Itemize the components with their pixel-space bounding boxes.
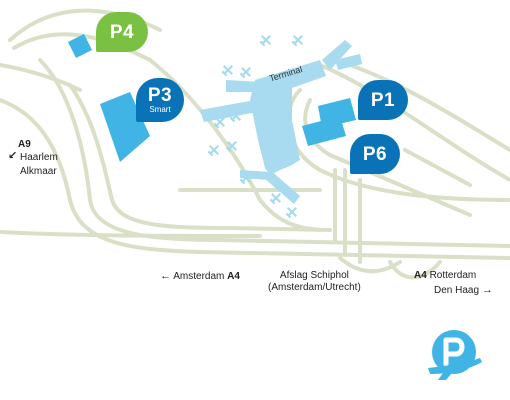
p1-marker-label: P1 (370, 89, 396, 111)
airplane-icon (269, 192, 282, 205)
afslag-line2: (Amsterdam/Utrecht) (268, 282, 361, 293)
rotterdam-city: Rotterdam (429, 270, 477, 281)
airplane-icon (221, 64, 234, 77)
p6-area (302, 116, 346, 146)
arrow-left-icon: ← (160, 270, 171, 282)
p6-marker[interactable]: P6 (350, 134, 400, 174)
arrow-right-icon: → (481, 284, 493, 296)
p4-marker-label: P4 (109, 21, 135, 43)
airplane-icon (285, 206, 298, 219)
p3-marker[interactable]: P3 Smart (136, 78, 184, 122)
p4-marker[interactable]: P4 (96, 12, 148, 52)
terminal-building (200, 40, 362, 204)
haarlem-text: Haarlem (20, 152, 58, 163)
airplane-icon (428, 358, 482, 380)
airplane-icon (291, 34, 304, 47)
afslag-schiphol-label: Afslag Schiphol (Amsterdam/Utrecht) (268, 270, 361, 294)
p3-marker-sublabel: Smart (149, 105, 171, 114)
p1-marker[interactable]: P1 (358, 80, 408, 120)
parking-logo-icon (428, 330, 482, 380)
denhaag-label: Den Haag → (434, 284, 493, 297)
airplane-icon (229, 110, 242, 123)
rotterdam-road: A4 (414, 270, 427, 281)
arrow-down-left-icon: ↙ (8, 150, 18, 162)
airplane-icon (239, 172, 252, 185)
airplane-icon (259, 34, 272, 47)
p6-marker-label: P6 (362, 143, 388, 165)
airplane-icon (225, 140, 238, 153)
denhaag-text: Den Haag (434, 285, 480, 296)
amsterdam-city: Amsterdam (173, 271, 225, 282)
airplane-icons (207, 34, 304, 219)
airplane-icon (207, 144, 220, 157)
airplane-icon (239, 66, 252, 79)
amsterdam-direction: ← Amsterdam A4 (160, 270, 240, 283)
a9-direction: A9 (18, 139, 31, 151)
a9-road-label: A9 (18, 139, 31, 150)
alkmaar-label: Alkmaar (20, 166, 57, 178)
parking-areas (68, 34, 356, 162)
haarlem-label: ↙ Haarlem (8, 150, 58, 164)
p4-area (68, 34, 92, 58)
amsterdam-road: A4 (227, 271, 240, 282)
airplane-icon (213, 116, 226, 129)
alkmaar-text: Alkmaar (20, 166, 57, 177)
afslag-line1: Afslag Schiphol (279, 270, 349, 281)
rotterdam-direction: A4 Rotterdam (414, 270, 476, 282)
p3-marker-label: P3 (147, 85, 173, 106)
